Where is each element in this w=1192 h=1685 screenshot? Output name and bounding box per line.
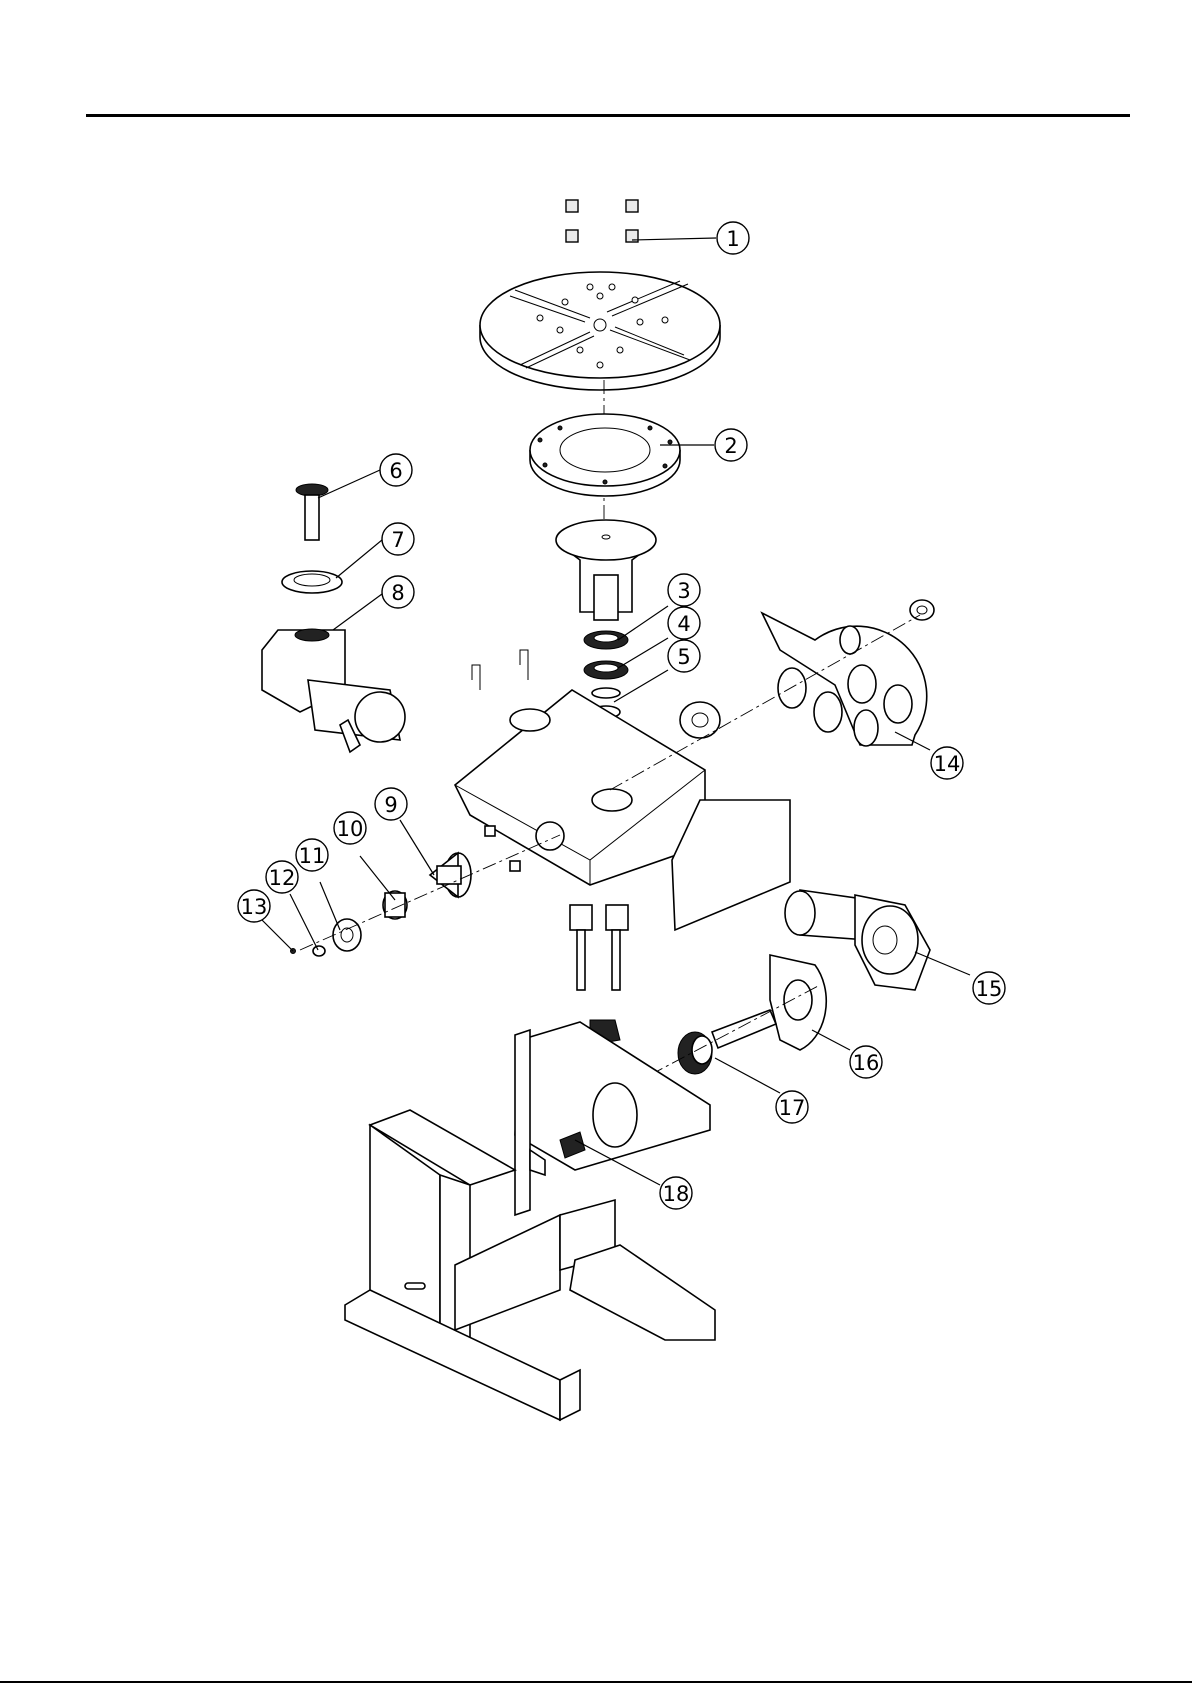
upper-housing	[455, 650, 790, 930]
callout-18-label: 18	[663, 1182, 690, 1206]
callout-8: 8	[382, 576, 414, 608]
callout-13: 13	[238, 890, 270, 922]
callout-16: 16	[850, 1046, 882, 1078]
callout-17-label: 17	[779, 1096, 806, 1120]
callout-9-label: 9	[384, 793, 397, 817]
callout-5: 5	[668, 640, 700, 672]
callout-9: 9	[375, 788, 407, 820]
callout-7-label: 7	[391, 528, 404, 552]
callout-1-label: 1	[726, 227, 739, 251]
callout-12: 12	[266, 861, 298, 893]
callout-8-label: 8	[391, 581, 404, 605]
callout-1: 1	[717, 222, 749, 254]
callout-4: 4	[668, 607, 700, 639]
callout-4-label: 4	[677, 612, 690, 636]
base-frame	[345, 1022, 715, 1420]
callout-6-label: 6	[389, 459, 402, 483]
callout-14-label: 14	[934, 752, 961, 776]
callout-3: 3	[668, 574, 700, 606]
callout-11-label: 11	[299, 844, 326, 868]
callout-10-label: 10	[337, 817, 364, 841]
callout-14: 14	[931, 747, 963, 779]
callout-5-label: 5	[677, 645, 690, 669]
rotary-table	[480, 272, 720, 390]
callout-10: 10	[334, 812, 366, 844]
part-1-nuts	[566, 200, 638, 242]
callout-16-label: 16	[853, 1051, 880, 1075]
parts-9-13-side-bearing	[291, 835, 561, 956]
callout-15: 15	[973, 972, 1005, 1004]
parts-6-8-tilt-drive	[262, 484, 405, 752]
spindle-shaft	[556, 520, 656, 620]
callout-2: 2	[715, 429, 747, 461]
part-2-ring-flange	[530, 414, 680, 496]
callout-7: 7	[382, 523, 414, 555]
callout-11: 11	[296, 839, 328, 871]
part-16-motor-plate	[770, 955, 826, 1050]
callout-2-label: 2	[724, 434, 737, 458]
footer-rule	[0, 1681, 1192, 1683]
callout-3-label: 3	[677, 579, 690, 603]
callout-18: 18	[660, 1177, 692, 1209]
callout-12-label: 12	[269, 866, 296, 890]
callout-6: 6	[380, 454, 412, 486]
callout-15-label: 15	[976, 977, 1003, 1001]
callout-13-label: 13	[241, 895, 268, 919]
callout-17: 17	[776, 1091, 808, 1123]
